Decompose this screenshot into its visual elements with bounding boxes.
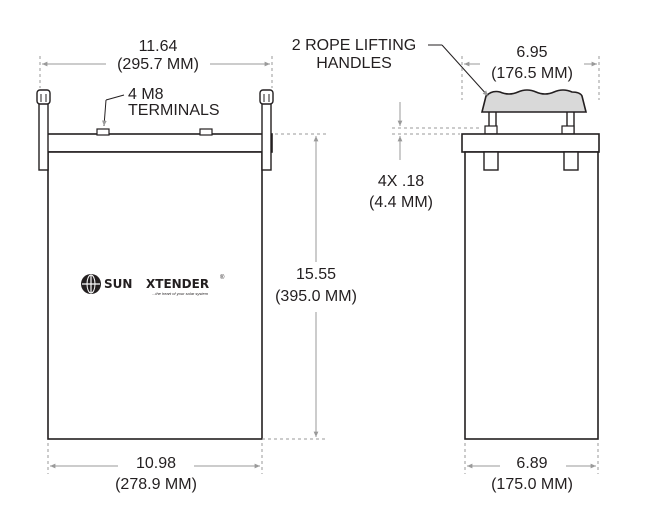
terminals-leader xyxy=(102,94,125,127)
handles-leader xyxy=(428,44,489,97)
front-body xyxy=(47,151,263,440)
front-base-width-dimension xyxy=(47,443,263,474)
front-lid xyxy=(39,133,273,153)
terminal-height-mm-label: (4.4 MM) xyxy=(369,194,433,211)
front-base-width-mm-label: (278.9 MM) xyxy=(115,476,197,493)
logo-tagline: ...the heart of your solar system xyxy=(152,291,209,296)
logo-xtender-text: XTENDER xyxy=(146,277,210,291)
front-height-mm-label: (395.0 MM) xyxy=(275,288,357,305)
side-width-in-label: 6.95 xyxy=(516,44,548,61)
side-handle-foot-right xyxy=(563,151,579,171)
logo-registered-mark: ® xyxy=(220,275,225,281)
handles-label-line1: 2 ROPE LIFTING xyxy=(291,37,417,54)
terminals-label-line2: TERMINALS xyxy=(128,102,220,119)
front-width-mm-label: (295.7 MM) xyxy=(117,56,199,73)
handles-label-line2: HANDLES xyxy=(316,55,392,72)
logo-globe-icon xyxy=(81,274,101,294)
front-terminal-right xyxy=(199,128,213,136)
front-terminal-left xyxy=(96,128,110,136)
logo-sun-text: SUN xyxy=(104,277,133,291)
front-right-handle-post xyxy=(259,89,274,171)
rope-handle xyxy=(480,89,588,113)
front-left-handle-post xyxy=(36,89,51,171)
front-height-in-label: 15.55 xyxy=(295,266,337,283)
side-base-width-mm-label: (175.0 MM) xyxy=(491,476,573,493)
front-top-width-dimension xyxy=(39,56,273,88)
side-base-width-dimension xyxy=(464,443,599,474)
side-top-width-dimension xyxy=(461,56,600,100)
front-battery xyxy=(36,89,274,440)
front-height-dimension xyxy=(262,133,326,440)
terminals-label-line1: 4 M8 xyxy=(128,86,164,103)
side-width-mm-label: (176.5 MM) xyxy=(491,65,573,82)
side-battery xyxy=(461,89,600,440)
side-base-width-in-label: 6.89 xyxy=(516,455,548,472)
side-body xyxy=(464,151,599,440)
side-lid xyxy=(461,133,600,153)
terminal-height-in-label: 4X .18 xyxy=(377,173,425,190)
front-base-width-in-label: 10.98 xyxy=(135,455,177,472)
front-width-in-label: 11.64 xyxy=(138,38,178,55)
terminal-height-dimension xyxy=(392,102,482,160)
side-handle-foot-left xyxy=(483,151,499,171)
